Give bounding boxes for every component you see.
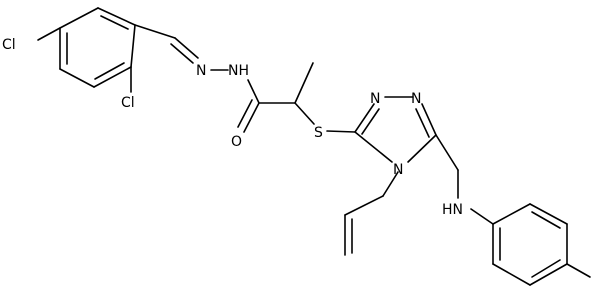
tolyl-ring <box>492 203 568 286</box>
atom-triazole-n2: N <box>370 91 380 107</box>
bond-nh-tolyl <box>470 208 494 225</box>
bond-c4-cl <box>37 27 61 41</box>
atom-triazole-n1: N <box>411 91 421 107</box>
bond-allyl-ch <box>344 195 384 216</box>
atom-carbonyl-o: O <box>231 134 242 150</box>
bond-tolyl-methyl <box>566 263 591 278</box>
atom-cl-2: Cl <box>121 95 135 111</box>
bond-n4-allyl <box>382 171 399 197</box>
bond-nh-carbonyl <box>247 79 260 104</box>
triazole-ring <box>354 96 437 163</box>
bond-ch-s <box>294 102 315 125</box>
atom-amine-nh: HN <box>442 202 463 218</box>
bond-s-triazole <box>326 130 356 133</box>
bond-ch-n-double-2 <box>170 43 194 64</box>
bond-triazole-ch2 <box>435 134 459 171</box>
bond-ch-n-double-1 <box>174 37 199 59</box>
bond-ring-ch <box>134 24 176 39</box>
dichlorophenyl-ring <box>59 7 136 88</box>
bond-co-2 <box>237 99 253 128</box>
bond-ch-methyl <box>294 62 314 104</box>
bond-co-1 <box>243 102 260 133</box>
atom-cl-4: Cl <box>2 37 16 53</box>
atom-sulfur: S <box>314 125 323 141</box>
atom-hydrazide-nh: NH <box>228 63 249 79</box>
atom-triazole-n4: N <box>393 162 403 178</box>
atom-imine-n: N <box>196 63 206 79</box>
